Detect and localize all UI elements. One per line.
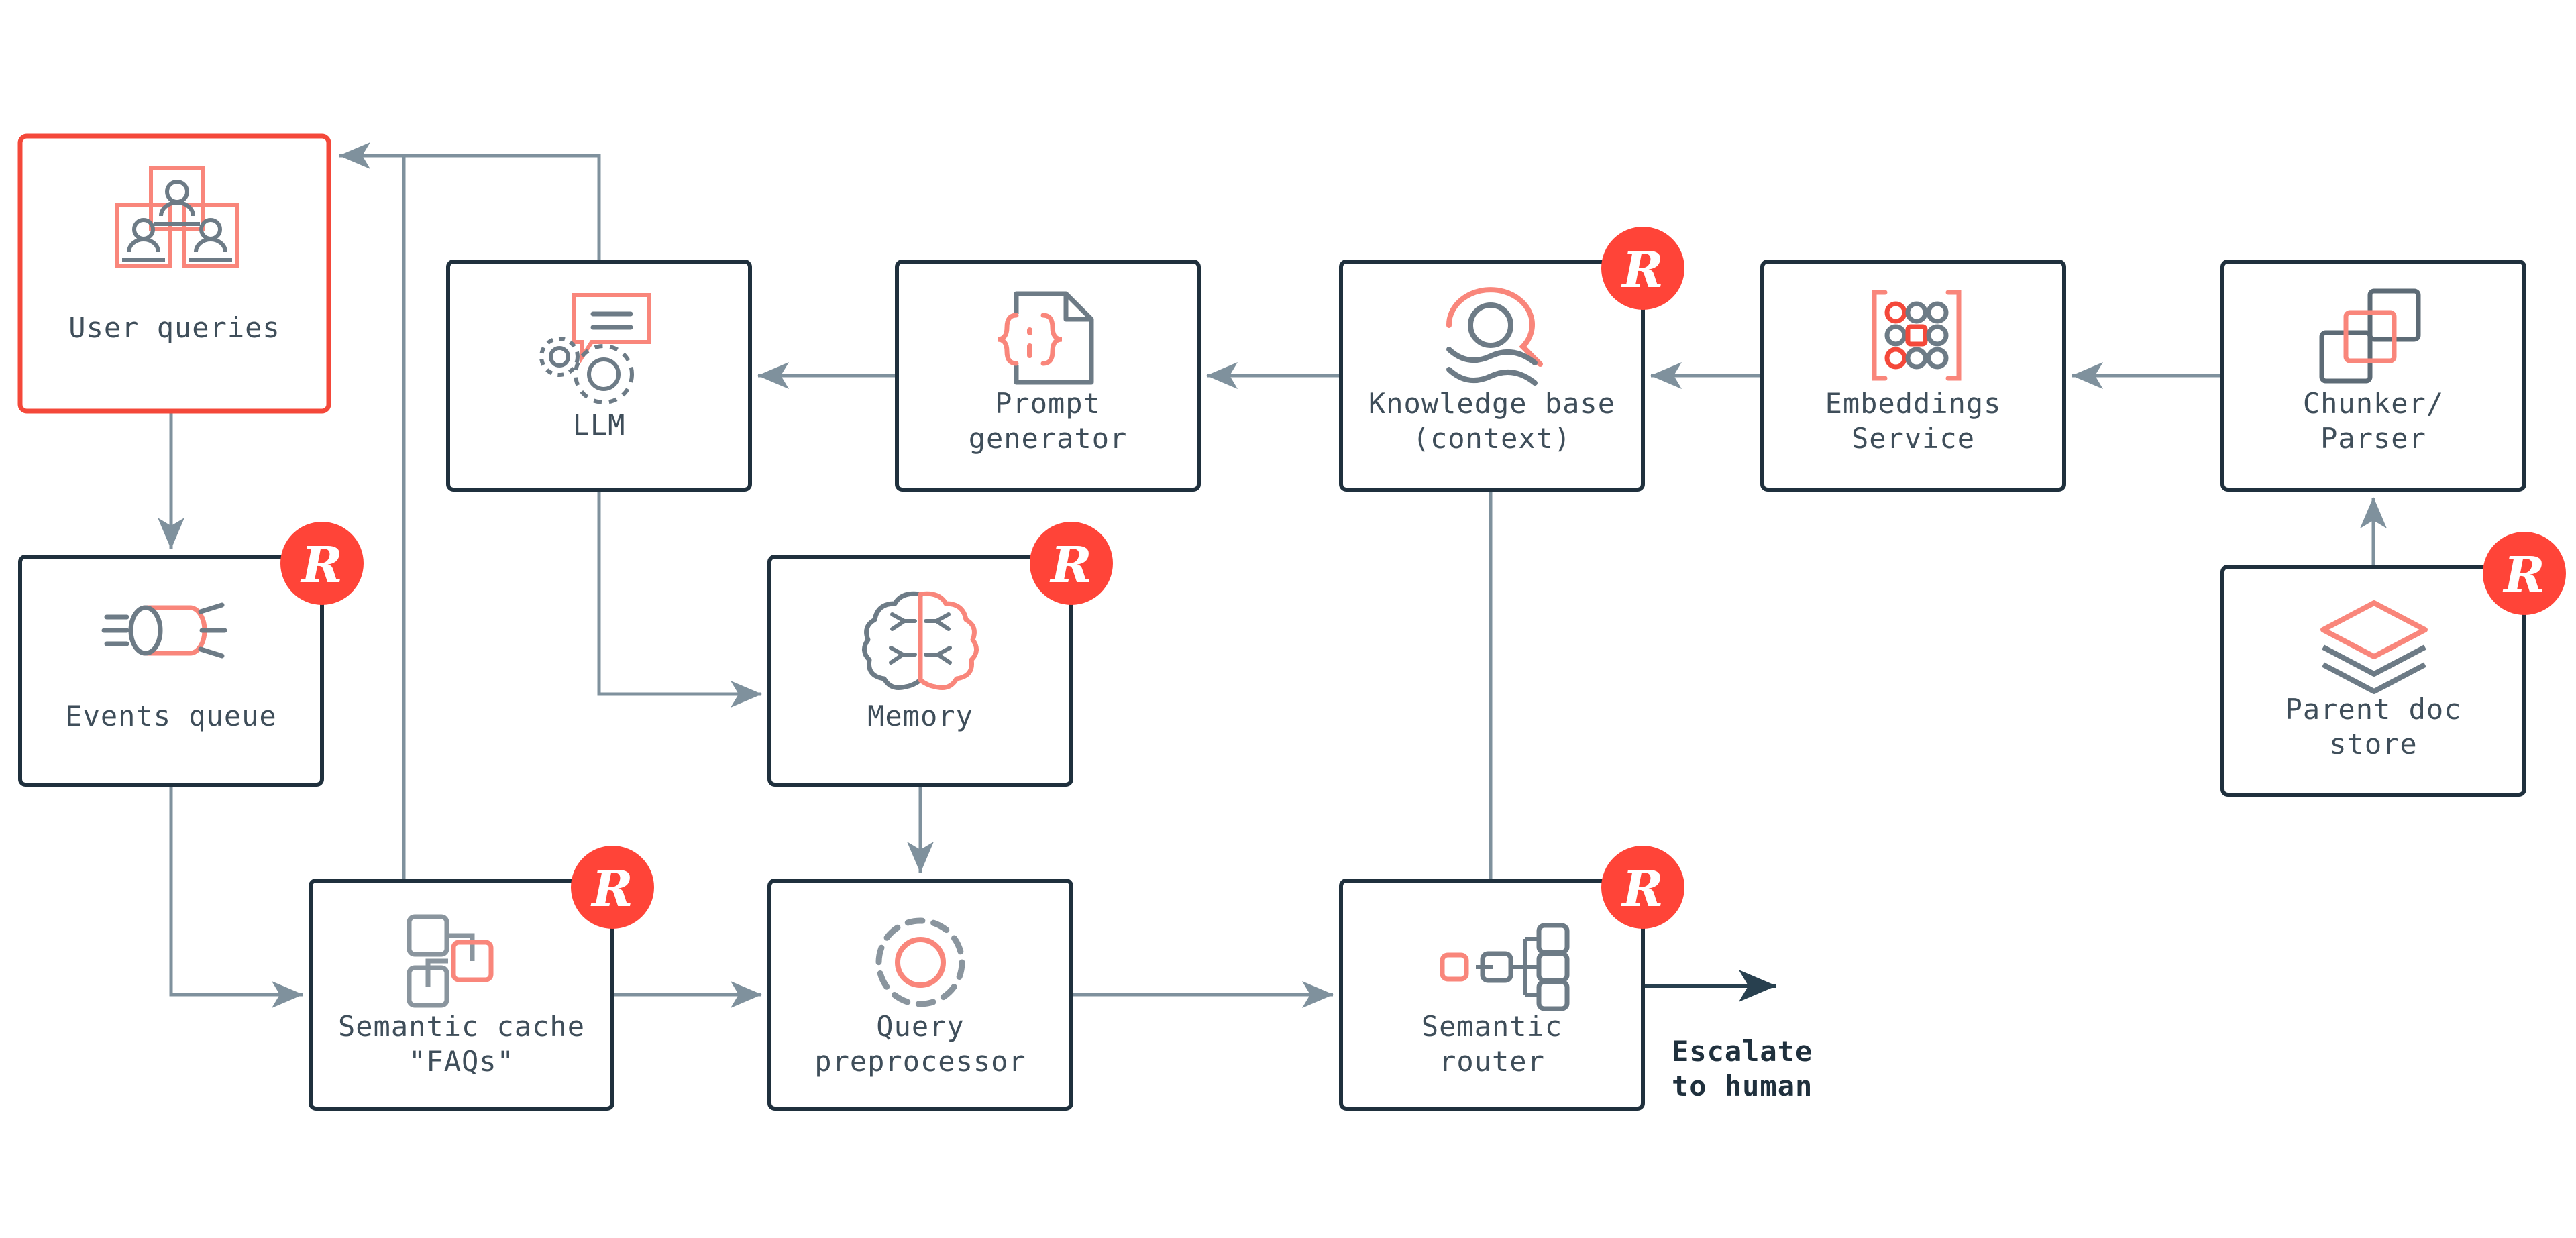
node-user-queries[interactable]: User queries xyxy=(17,133,331,414)
badge-glyph: R xyxy=(300,537,343,594)
edge-llm-to-memory xyxy=(597,490,763,708)
node-label-line2: generator xyxy=(969,422,1128,455)
node-parent-doc-store[interactable]: Parent doc store xyxy=(2220,565,2526,797)
node-label: Query xyxy=(876,1010,964,1043)
node-label: Prompt xyxy=(995,387,1101,420)
node-box[interactable] xyxy=(767,879,1073,1111)
node-box[interactable] xyxy=(18,555,324,787)
badge-glyph: R xyxy=(2502,547,2545,604)
node-label: Semantic cache xyxy=(338,1010,585,1043)
badge-glyph: R xyxy=(1049,537,1092,594)
node-label-line2: Parser xyxy=(2320,422,2426,455)
node-box[interactable] xyxy=(17,133,331,414)
node-embeddings-service[interactable]: Embeddings Service xyxy=(1760,260,2066,492)
node-label-line2: (context) xyxy=(1413,422,1572,455)
node-box[interactable] xyxy=(895,260,1201,492)
redis-logo-badge-memory[interactable]: R xyxy=(1030,522,1113,605)
node-label: Knowledge base xyxy=(1368,387,1615,420)
node-tree-icon xyxy=(407,914,494,1008)
badges-layer: R R R R R R xyxy=(280,227,2566,929)
node-label: User queries xyxy=(68,311,280,344)
node-box[interactable] xyxy=(309,879,614,1111)
node-box[interactable] xyxy=(1760,260,2066,492)
badge-glyph: R xyxy=(590,860,633,918)
stream-queue-icon xyxy=(101,602,227,659)
badge-glyph: R xyxy=(1621,860,1664,918)
layers-stack-icon xyxy=(2320,600,2428,694)
vector-search-layers-icon xyxy=(1446,287,1543,386)
node-label: Chunker/ xyxy=(2303,387,2444,420)
brain-icon xyxy=(862,591,979,690)
gears-chat-icon xyxy=(539,293,651,404)
node-chunker-parser[interactable]: Chunker/ Parser xyxy=(2220,260,2526,492)
node-label: Semantic xyxy=(1421,1010,1562,1043)
node-events-queue[interactable]: Events queue xyxy=(18,555,324,787)
router-fanout-icon xyxy=(1440,923,1570,1011)
node-label-line2: preprocessor xyxy=(814,1045,1026,1078)
embedding-matrix-icon xyxy=(1872,290,1962,381)
node-semantic-cache[interactable]: Semantic cache "FAQs" xyxy=(309,879,614,1111)
gear-dashed-icon xyxy=(875,917,965,1007)
node-label: Embeddings xyxy=(1825,387,2002,420)
node-label: LLM xyxy=(573,408,626,441)
node-label-line2: Service xyxy=(1851,422,1975,455)
node-label: Parent doc xyxy=(2286,693,2462,726)
node-box[interactable] xyxy=(446,260,752,492)
document-braces-icon xyxy=(997,291,1094,385)
edge-events-queue-to-semantic-cache xyxy=(169,785,304,1008)
node-prompt-generator[interactable]: Prompt generator xyxy=(895,260,1201,492)
node-label: Memory xyxy=(867,699,973,732)
node-label-line2: store xyxy=(2329,728,2417,761)
redis-logo-badge-semantic-cache[interactable]: R xyxy=(571,846,654,929)
node-llm[interactable]: LLM xyxy=(446,260,752,492)
node-memory[interactable]: Memory xyxy=(767,555,1073,787)
node-box[interactable] xyxy=(2220,565,2526,797)
redis-logo-badge-parent-doc-store[interactable]: R xyxy=(2483,532,2566,615)
redis-logo-badge-knowledge-base[interactable]: R xyxy=(1601,227,1684,310)
escalate-label-line1: Escalate xyxy=(1672,1035,1813,1068)
node-knowledge-base[interactable]: Knowledge base (context) xyxy=(1339,260,1645,492)
node-query-preprocessor[interactable]: Query preprocessor xyxy=(767,879,1073,1111)
edge-llm-to-user-queries xyxy=(338,142,601,262)
node-semantic-router[interactable]: Semantic router xyxy=(1339,879,1645,1111)
escalate-to-human-annotation: Escalate to human xyxy=(1672,1035,1813,1103)
node-box[interactable] xyxy=(2220,260,2526,492)
badge-glyph: R xyxy=(1621,241,1664,299)
redis-logo-badge-events-queue[interactable]: R xyxy=(280,522,364,605)
node-label-line2: "FAQs" xyxy=(409,1045,515,1078)
overlapping-squares-icon xyxy=(2319,288,2421,384)
users-video-grid-icon xyxy=(115,166,239,268)
redis-logo-badge-semantic-router[interactable]: R xyxy=(1601,846,1684,929)
node-label-line2: router xyxy=(1439,1045,1545,1078)
escalate-label-line2: to human xyxy=(1672,1070,1813,1103)
node-label: Events queue xyxy=(65,699,276,732)
